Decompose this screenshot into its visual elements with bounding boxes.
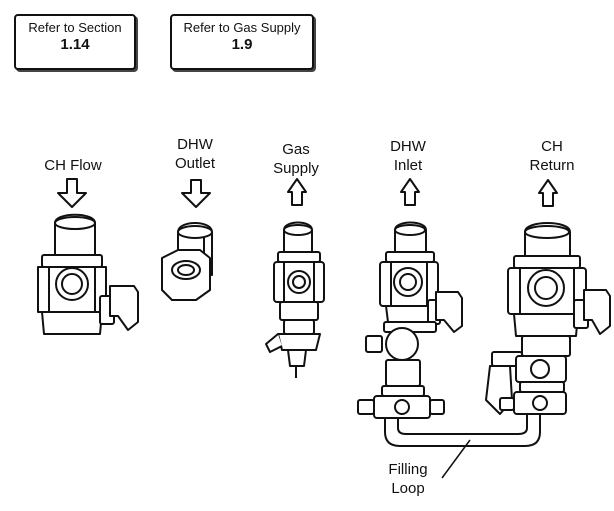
ref-box-1-text: Refer to Section bbox=[28, 20, 122, 35]
dhw-inlet-up-arrow bbox=[400, 178, 420, 206]
ref-box-1-number: 1.14 bbox=[60, 36, 90, 53]
gas-supply-up-arrow bbox=[287, 178, 307, 206]
ref-box-2-text: Refer to Gas Supply bbox=[183, 20, 301, 35]
filling-loop-hose bbox=[384, 414, 541, 447]
gas-supply-valve bbox=[265, 221, 325, 378]
ch-flow-valve bbox=[37, 213, 139, 335]
ref-box-2-number: 1.9 bbox=[231, 36, 253, 53]
label-gas-supply: Gas Supply bbox=[273, 141, 319, 177]
label-dhw-outlet: DHW Outlet bbox=[174, 136, 216, 172]
ch-flow-down-arrow bbox=[57, 178, 87, 208]
refer-to-gas-supply-box: Refer to Gas Supply 1.9 bbox=[170, 14, 314, 70]
label-ch-return: CH Return bbox=[529, 138, 575, 174]
ch-return-valve bbox=[485, 222, 611, 415]
dhw-outlet-elbow bbox=[161, 222, 213, 301]
ch-return-up-arrow bbox=[538, 179, 558, 207]
refer-to-section-box: Refer to Section 1.14 bbox=[14, 14, 136, 70]
dhw-outlet-down-arrow bbox=[181, 179, 211, 208]
label-filling-loop: Filling Loop bbox=[388, 461, 428, 497]
label-ch-flow: CH Flow bbox=[44, 157, 102, 174]
filling-loop-leader-line bbox=[441, 439, 471, 479]
dhw-inlet-valve bbox=[357, 221, 463, 419]
label-dhw-inlet: DHW Inlet bbox=[390, 138, 426, 174]
